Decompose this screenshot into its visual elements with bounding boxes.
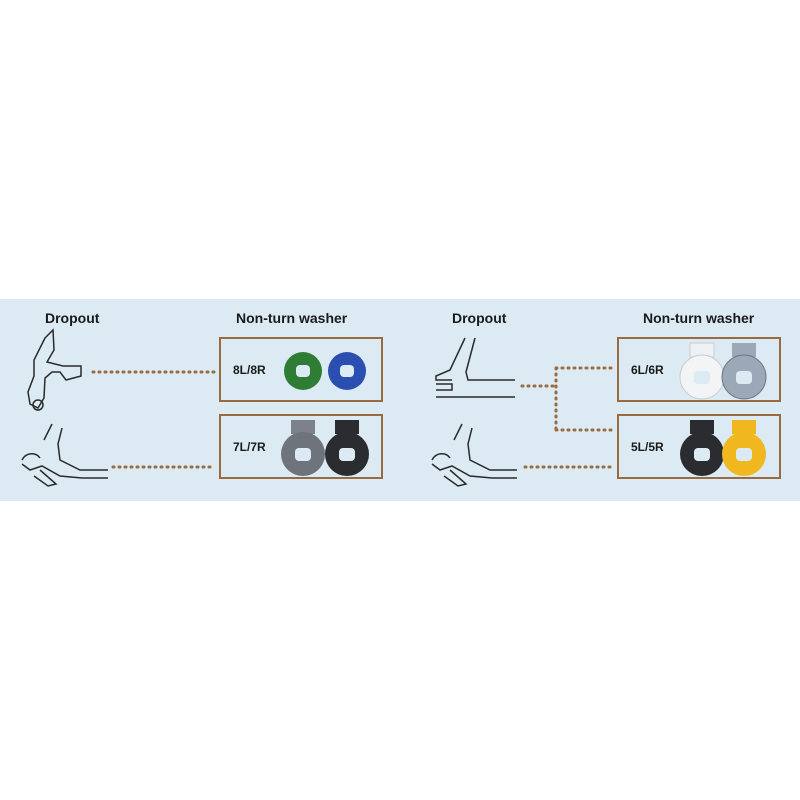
washer-label: 7L/7R [233, 440, 266, 454]
washer-box-6: 6L/6R [617, 337, 781, 402]
washer-label: 5L/5R [631, 440, 664, 454]
washer-pair-6 [679, 342, 767, 400]
dropout-icon-6 [435, 337, 515, 398]
washer-label: 8L/8R [233, 363, 266, 377]
dropout-axle-icon [32, 399, 44, 411]
dropout-icon-8 [27, 328, 82, 409]
washer-box-7: 7L/7R [219, 414, 383, 479]
washer-box-8: 8L/8R [219, 337, 383, 402]
washer-heading-left: Non-turn washer [236, 310, 348, 326]
washer-pair-8 [284, 352, 366, 390]
washer-pair-5 [680, 420, 766, 476]
dropout-heading-left: Dropout [45, 310, 100, 326]
dropout-icon-7 [21, 423, 108, 487]
connector-6-5 [520, 366, 615, 432]
washer-box-5: 5L/5R [617, 414, 781, 479]
dropout-heading-right: Dropout [452, 310, 507, 326]
washer-label: 6L/6R [631, 363, 664, 377]
dropout-icon-5 [431, 423, 517, 487]
washer-pair-7 [281, 420, 369, 476]
washer-heading-right: Non-turn washer [643, 310, 755, 326]
